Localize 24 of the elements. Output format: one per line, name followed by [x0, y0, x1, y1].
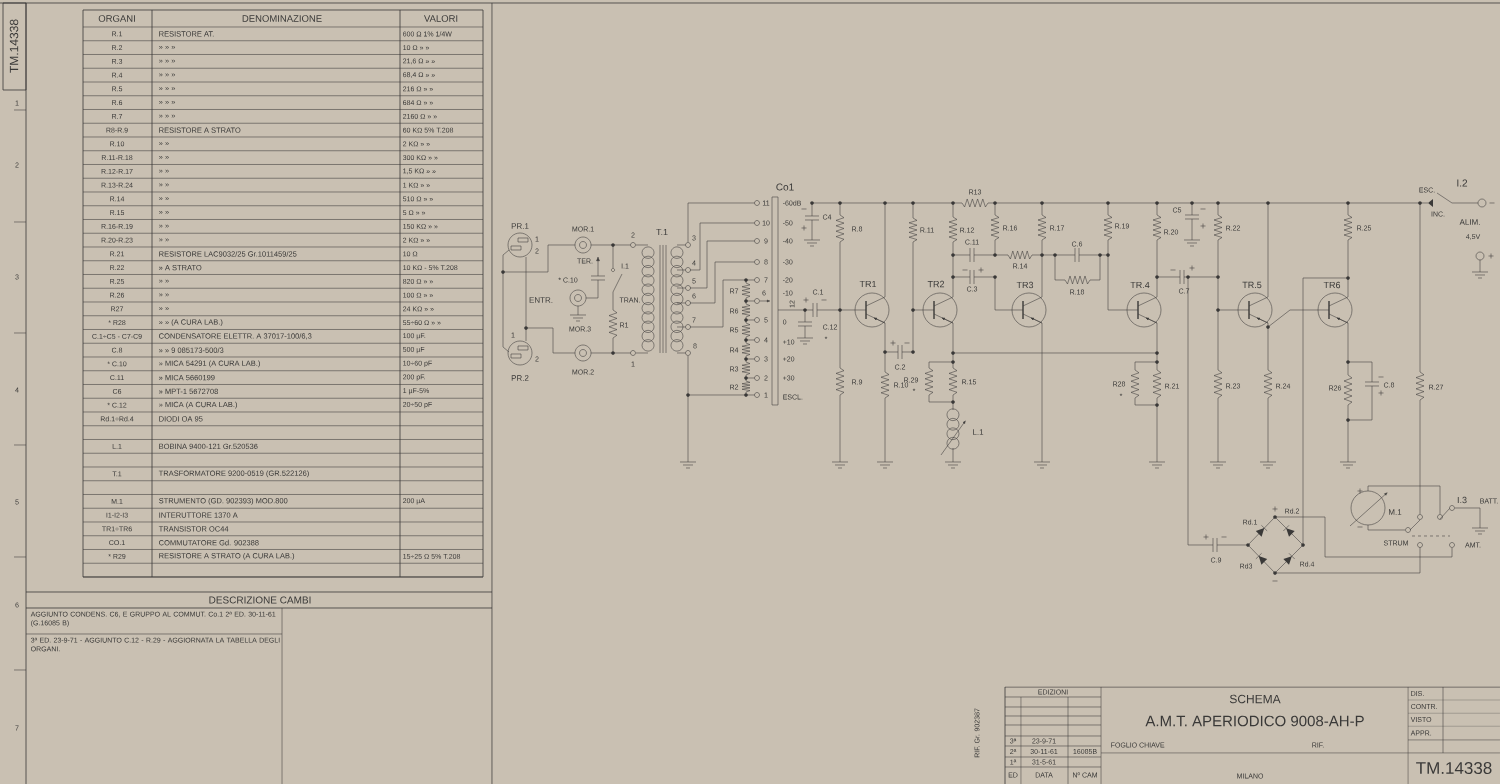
column-heading: VALORI	[424, 15, 458, 22]
title-text: A.M.T. APERIODICO 9008-AH-P	[1145, 715, 1364, 727]
component-label: PR.1	[511, 223, 529, 229]
component-label: TR2	[927, 280, 945, 288]
component-label: ALIM.	[1459, 219, 1480, 225]
component-label: I.2	[1457, 179, 1468, 187]
component-label: T.1	[656, 228, 668, 236]
title-text: SCHEMA	[1229, 694, 1281, 704]
component-label: ENTR.	[529, 297, 553, 303]
column-heading: DENOMINAZIONE	[242, 15, 322, 22]
component-label: I.3	[1457, 496, 1467, 504]
component-label: M.1	[1389, 509, 1402, 515]
component-label: TR1	[859, 280, 877, 288]
component-label: TR.4	[1130, 281, 1150, 289]
component-label: TR6	[1323, 281, 1341, 289]
drawing-number: TM.14338	[1416, 761, 1492, 774]
component-label: PR.2	[511, 375, 529, 381]
column-heading: ORGANI	[98, 15, 135, 22]
section-heading: DESCRIZIONE CAMBI	[209, 596, 311, 604]
component-label: L.1	[973, 429, 984, 435]
drawing-number: TM.14338	[9, 19, 19, 73]
component-label: Co1	[776, 183, 794, 191]
component-label: TR3	[1016, 281, 1034, 289]
component-label: TR.5	[1242, 281, 1262, 289]
